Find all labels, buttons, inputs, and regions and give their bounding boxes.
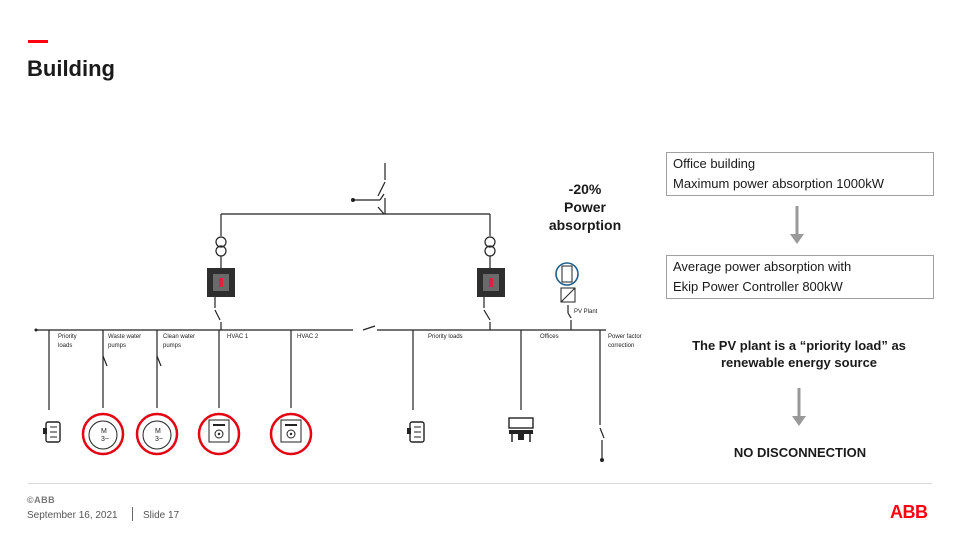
transformer-2-primary (484, 236, 496, 248)
office-icon (508, 417, 534, 442)
max-power-line-1: Office building (673, 156, 756, 171)
priority-load-icon (407, 421, 425, 443)
motor-label: M (101, 428, 107, 435)
highlight-circle (135, 412, 179, 456)
breaker-2 (477, 268, 505, 297)
feeder-label: Clean water (163, 334, 195, 340)
motor-phase-label: 3~ (155, 436, 163, 443)
footer-divider (28, 483, 932, 484)
footer-separator (132, 507, 133, 521)
feeder-label: Waste water (108, 334, 141, 340)
pv-priority-line-1: The PV plant is a “priority load” as (692, 338, 906, 353)
down-arrow-icon (790, 206, 804, 244)
pv-highlight-circle (555, 262, 579, 286)
feeder-label-sub: correction (608, 343, 634, 349)
no-disconnection-label: NO DISCONNECTION (733, 445, 867, 460)
breaker-1 (207, 268, 235, 297)
slide-number: Slide 17 (143, 510, 180, 521)
supply-switch (377, 181, 386, 197)
reduction-caption: absorption (548, 217, 622, 233)
feeder-label: Power factor (608, 334, 642, 340)
pv-plant-label: PV Plant (574, 309, 598, 315)
inverter-box (560, 287, 576, 303)
max-power-line-2: Maximum power absorption 1000kW (673, 176, 884, 191)
feeder-label-sub: pumps (108, 343, 126, 349)
down-arrow-icon (792, 388, 806, 426)
max-power-box: Office building Maximum power absorption… (666, 152, 934, 196)
secondary-switch (377, 206, 385, 215)
footer-date: September 16, 2021 (27, 510, 118, 521)
pv-inverter (555, 262, 579, 303)
highlight-circle (197, 412, 241, 456)
abb-logo: ABB (890, 502, 928, 522)
power-reduction-note: -20% Power absorption (545, 180, 625, 234)
highlight-circle (81, 412, 125, 456)
feeder-label: Priority (58, 334, 77, 340)
hvac-icon (197, 412, 241, 456)
copyright: ©ABB (27, 495, 56, 505)
priority-load-icon (43, 421, 61, 443)
feeder-label: HVAC 1 (227, 334, 249, 340)
pv-priority-note: The PV plant is a “priority load” as ren… (668, 337, 930, 371)
reduction-word: Power (563, 199, 606, 215)
average-power-line-2: Ekip Power Controller 800kW (673, 279, 843, 294)
hvac-icon (269, 412, 313, 456)
feeder-label-sub: pumps (163, 343, 181, 349)
bus-coupler-switch (362, 325, 376, 331)
motor-label: M (155, 428, 161, 435)
feeder-label: Priority loads (428, 334, 463, 340)
average-power-line-1: Average power absorption with (673, 259, 852, 274)
average-power-box: Average power absorption with Ekip Power… (666, 255, 934, 299)
reduction-percent: -20% (568, 181, 602, 197)
feeder-label: Offices (540, 334, 559, 340)
highlight-circle (269, 412, 313, 456)
feeder-label: HVAC 2 (297, 334, 319, 340)
accent-bar (28, 40, 48, 43)
motor-phase-label: 3~ (101, 436, 109, 443)
motor-icon: M3~ (135, 412, 179, 456)
pv-priority-line-2: renewable energy source (720, 355, 878, 370)
transformer-1-primary (215, 236, 227, 248)
feeder-label-sub: loads (58, 343, 72, 349)
page-title: Building (27, 56, 115, 81)
motor-icon: M3~ (81, 412, 125, 456)
